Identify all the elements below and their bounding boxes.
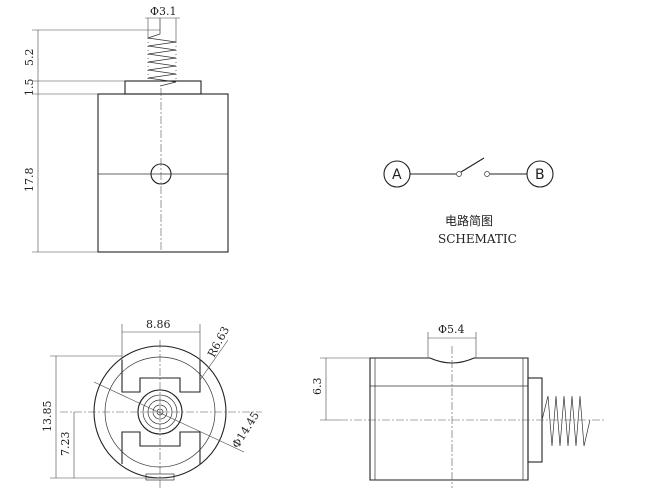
body [97,93,229,253]
spring [147,18,177,87]
side-body [369,357,529,481]
schematic: A B 电路简图 SCHEMATIC [383,157,554,246]
dim-spring-dia: Φ3.1 [150,5,177,18]
node-a-label: A [392,167,402,183]
dim-r-6-63: R6.63 [205,324,232,359]
dim-17-8: 17.8 [23,168,36,193]
dim-7-23: 7.23 [59,432,72,457]
dim-8-86: 8.86 [146,318,171,331]
node-b-label: B [535,167,545,183]
dim-dia-5-4: Φ5.4 [438,323,465,336]
dim-5-2: 5.2 [23,49,36,67]
schematic-title-en: SCHEMATIC [438,232,517,246]
side-view: Φ5.4 6.3 [311,323,606,488]
dim-13-85: 13.85 [41,401,54,433]
dim-dia-14-45: Φ14.45 [230,409,262,450]
front-view: Φ3.1 5.2 1.5 17.8 [23,5,229,253]
dim-1-5: 1.5 [23,79,36,97]
end-view: 8.86 R6.63 13.85 7.23 Φ14.45 [41,318,262,488]
dim-6-3: 6.3 [311,378,324,396]
top-cap [124,80,202,95]
schematic-title-cn: 电路简图 [445,213,493,228]
side-spring [541,395,591,447]
